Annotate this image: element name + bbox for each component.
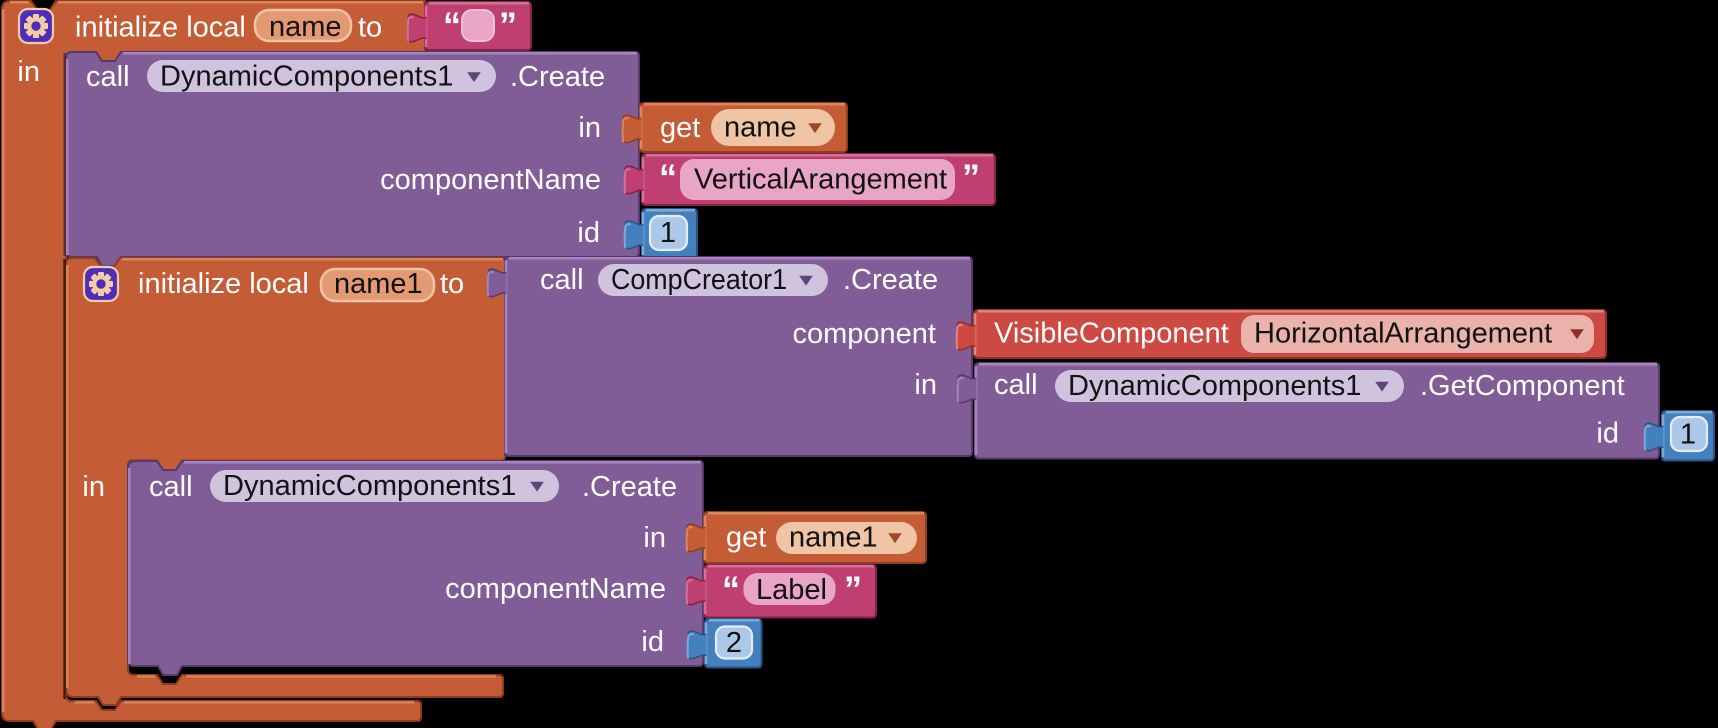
svg-text:HorizontalArrangement: HorizontalArrangement [1254,318,1552,350]
svg-text:”: ” [499,5,517,46]
svg-text:initialize local: initialize local [75,12,246,44]
svg-text:Label: Label [756,574,827,606]
svg-text:DynamicComponents1: DynamicComponents1 [160,61,453,93]
svg-text:VerticalArangement: VerticalArangement [694,164,947,196]
svg-text:”: ” [962,157,980,198]
svg-text:call: call [540,264,584,296]
svg-text:2: 2 [726,627,742,659]
svg-text:name1: name1 [334,268,423,300]
svg-text:to: to [358,12,382,44]
svg-text:1: 1 [1680,419,1696,451]
svg-text:initialize local: initialize local [138,268,309,300]
svg-text:.Create: .Create [582,471,677,503]
svg-text:call: call [149,471,193,503]
svg-text:name1: name1 [789,522,878,554]
svg-text:get: get [660,112,700,144]
svg-text:to: to [440,268,464,300]
svg-text:.Create: .Create [510,61,605,93]
svg-text:id: id [1596,418,1619,450]
svg-text:name: name [269,11,342,43]
svg-text:DynamicComponents1: DynamicComponents1 [1068,370,1361,402]
svg-text:name: name [724,112,797,144]
svg-text:“: “ [659,157,677,198]
svg-text:“: “ [722,569,740,610]
svg-text:DynamicComponents1: DynamicComponents1 [223,470,516,502]
svg-text:id: id [577,217,600,249]
svg-text:in: in [643,522,666,554]
svg-text:component: component [793,318,937,350]
svg-text:CompCreator1: CompCreator1 [611,264,787,296]
svg-text:id: id [641,626,664,658]
svg-text:.Create: .Create [843,264,938,296]
svg-text:in: in [17,56,40,88]
svg-text:call: call [86,61,130,93]
svg-text:call: call [994,369,1038,401]
svg-text:VisibleComponent: VisibleComponent [994,318,1229,350]
svg-text:componentName: componentName [380,164,601,196]
svg-text:1: 1 [660,217,676,249]
svg-text:componentName: componentName [445,573,666,605]
svg-text:in: in [578,112,601,144]
svg-text:”: ” [844,569,862,610]
svg-text:“: “ [443,5,461,46]
svg-text:in: in [82,471,105,503]
svg-text:.GetComponent: .GetComponent [1420,370,1625,402]
svg-text:get: get [726,522,766,554]
svg-text:in: in [914,369,937,401]
